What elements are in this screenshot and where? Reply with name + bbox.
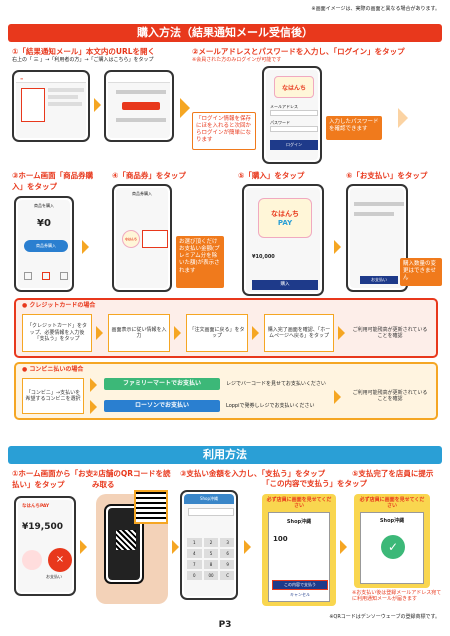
lawson-pay: ローソンでお支払い [104,400,220,412]
purchase-step3-title: ③ホーム画面「商品券購入」をタップ [12,171,94,191]
arrow-icon [252,326,259,340]
familymart-pay: ファミリーマートでお支払い [104,378,220,390]
step2-note-right: 入力したパスワードを確認できます [326,116,382,140]
step6-phone: お支払い [346,184,408,292]
arrow-icon [96,326,103,340]
key-7[interactable]: 7 [187,560,202,569]
usage-step1-phone: なはんちPAY ¥19,500 × お支払い [14,496,76,596]
amount-input[interactable] [188,508,234,516]
step4-note: お選び頂くだけお支払い金額(プレミアム分を除いた額)が表示されます [176,236,224,288]
pay-button[interactable]: お支払い [360,276,398,284]
convenience-title: ● コンビニ払いの場合 [22,366,84,373]
keypad: 1 2 3 4 5 6 7 8 9 0 00 C [187,538,234,580]
voucher-item[interactable] [142,230,168,248]
arrow-icon [172,540,179,554]
key-3[interactable]: 3 [220,538,234,547]
password-field[interactable] [270,126,318,132]
nahanchi-logo: なはんち [274,76,314,98]
purchase-step2-sub: ※会員された方のみログインが可能です [192,57,282,63]
voucher-purchase-button[interactable]: 商品券購入 [24,240,68,252]
usage-step5-note: ※お支払い後は登録メールアドレス宛てに利用通知メールが届きます [352,590,442,603]
arrow-icon [334,240,341,254]
usage-step4-screen: Shop沖縄 100 この内容で支払う キャンセル [268,512,330,602]
key-1[interactable]: 1 [187,538,202,547]
header-note: ※画面イメージは、実際の画面と異なる場合があります。 [311,6,440,12]
qr-code-icon [116,530,136,550]
purchase-title: 購入方法（結果通知メール受信後） [8,24,442,42]
usage-step1-title: ①ホーム画面から「お支払い」をタップ [12,469,94,489]
arrow-icon [244,540,251,554]
cancel-button[interactable]: キャンセル [290,592,310,597]
credit-title: ● クレジットカードの場合 [22,302,96,309]
arrow-icon [94,98,101,112]
step1-phone-a: ≡ [12,70,90,142]
usage-step4-title: 「この内容で支払う」をタップ [262,479,367,488]
qr-trademark-note: ※QRコードはデンソーウェーブの登録商標です。 [329,614,440,620]
purchase-step1-sub: 右上の「 三 」→「利用者の方」→「ご購入はこちら」をタップ [12,57,154,63]
purchase-step2-title: ②メールアドレスとパスワードを入力し、「ログイン」をタップ [192,47,405,56]
usage-title: 利用方法 [8,446,442,464]
check-icon: ✓ [381,535,405,559]
buy-button[interactable]: 購入 [252,280,318,290]
convenience-section [14,362,438,420]
usage-step3-phone: Shop沖縄 1 2 3 4 5 6 7 8 9 0 00 C [180,490,238,600]
step3-phone: 商品を購入 ¥0 商品券購入 [14,196,74,292]
arrow-icon [180,98,190,118]
key-00[interactable]: 00 [203,571,219,580]
login-button[interactable]: ログイン [270,140,318,150]
key-8[interactable]: 8 [203,560,219,569]
step4-phone: 商品券購入 なはんち [112,184,172,292]
usage-step3-title: ③支払い金額を入力し、「支払う」をタップ [180,469,326,478]
arrow-icon [340,540,347,554]
arrow-icon [90,378,97,392]
purchase-step6-title: ⑥「お支払い」をタップ [346,171,428,180]
purchase-step5-title: ⑤「購入」をタップ [238,171,305,180]
step6-note: 購入数量の変更はできません [400,258,442,286]
key-4[interactable]: 4 [187,549,202,558]
arrow-icon [80,540,87,554]
store-qr-icon [134,490,168,524]
arrow-icon [334,390,341,404]
key-6[interactable]: 6 [220,549,234,558]
step2-phone: なはんち メールアドレス パスワード ログイン [262,66,322,164]
confirm-pay-button[interactable]: この内容で支払う [272,580,328,590]
arrow-icon [398,108,408,128]
key-9[interactable]: 9 [220,560,234,569]
arrow-icon [174,326,181,340]
purchase-step4-title: ④「商品券」をタップ [112,171,186,180]
step2-note-left: 「ログイン情報を保存にほを入れると次回からログインが簡単になります [192,112,256,150]
pay-circle-button[interactable]: × [48,548,72,572]
arrow-icon [82,240,89,254]
usage-step5-title: ⑤支払完了を店員に提示 [352,469,434,478]
arrow-icon [338,326,345,340]
usage-step5-screen: Shop沖縄 ✓ [360,512,424,584]
key-0[interactable]: 0 [187,571,202,580]
step1-phone-b [104,70,174,142]
key-clear[interactable]: C [220,571,234,580]
key-5[interactable]: 5 [203,549,219,558]
page-number: P3 [218,620,232,630]
usage-step2-title: ②店舗のQRコードを読み取る [92,469,171,489]
arrow-icon [90,400,97,414]
purchase-step1-title: ①「結果通知メール」本文内のURLを開く [12,47,155,56]
key-2[interactable]: 2 [203,538,219,547]
email-field[interactable] [270,110,318,116]
